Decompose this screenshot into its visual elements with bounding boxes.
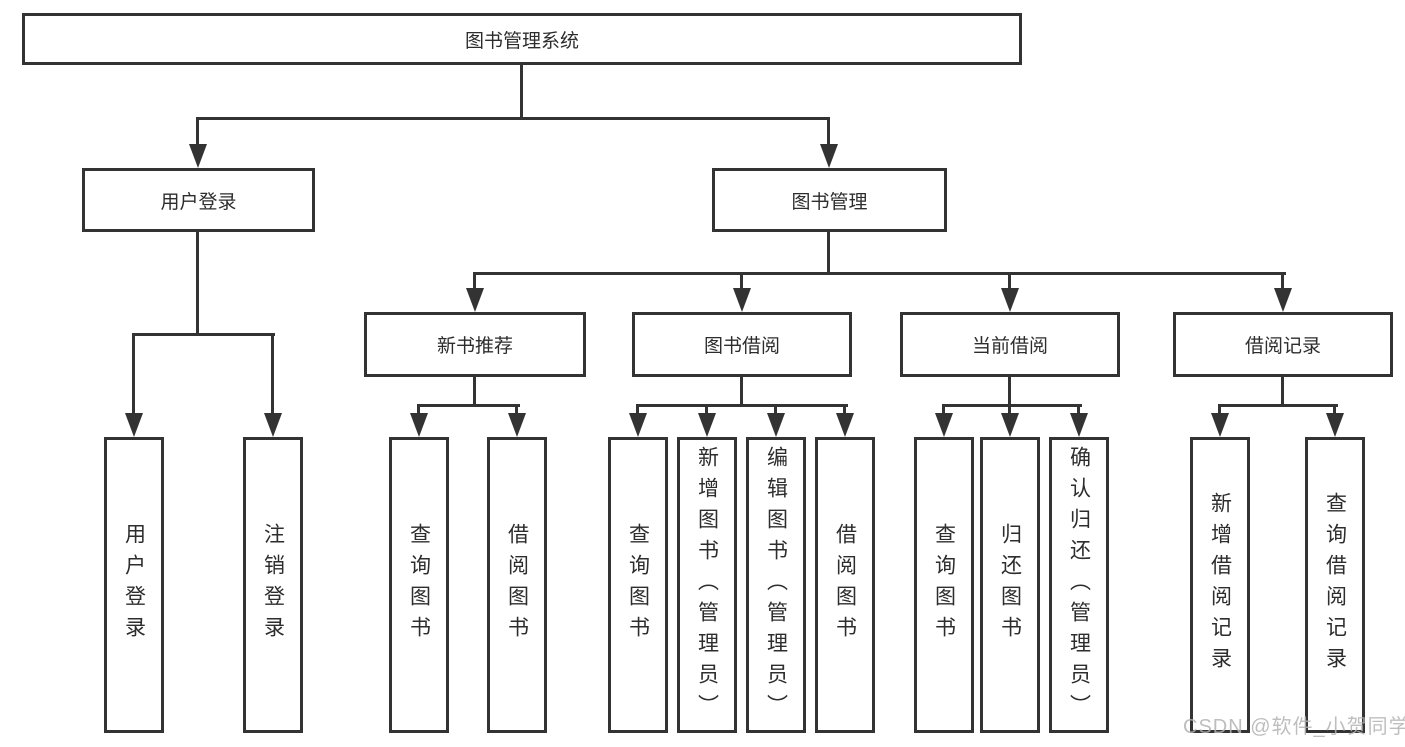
connector-line bbox=[636, 404, 639, 414]
connector-line bbox=[1008, 272, 1011, 290]
connector-line bbox=[1008, 404, 1011, 414]
connector-line bbox=[1218, 404, 1221, 414]
node-borrow-record: 借阅记录 bbox=[1173, 312, 1393, 377]
arrowhead bbox=[1001, 288, 1019, 312]
connector-line bbox=[196, 232, 199, 336]
arrowhead bbox=[1070, 413, 1088, 437]
leaf-user-login: 用户登录 bbox=[104, 437, 164, 733]
leaf-logout: 注销登录 bbox=[243, 437, 303, 733]
arrowhead bbox=[836, 413, 854, 437]
arrowhead bbox=[1274, 288, 1292, 312]
leaf-return-books: 归还图书 bbox=[980, 437, 1040, 733]
arrowhead bbox=[1326, 413, 1344, 437]
connector-line bbox=[417, 404, 520, 407]
connector-line bbox=[1218, 404, 1338, 407]
arrowhead bbox=[508, 413, 526, 437]
arrowhead bbox=[466, 288, 484, 312]
connector-line bbox=[473, 377, 476, 407]
leaf-confirm-return-admin: 确认归还（管理员） bbox=[1049, 437, 1109, 733]
csdn-watermark: CSDN @软件_小贺同学 bbox=[1183, 716, 1405, 738]
node-library-management-system: 图书管理系统 bbox=[22, 13, 1022, 65]
leaf-edit-books-admin: 编辑图书（管理员） bbox=[746, 437, 806, 733]
connector-line bbox=[942, 404, 945, 414]
connector-line bbox=[473, 272, 476, 290]
node-current-borrow: 当前借阅 bbox=[900, 312, 1120, 377]
arrowhead bbox=[1001, 413, 1019, 437]
leaf-borrow-books-newbook: 借阅图书 bbox=[487, 437, 547, 733]
arrowhead bbox=[264, 413, 282, 437]
arrowhead bbox=[125, 413, 143, 437]
connector-line bbox=[1008, 377, 1011, 407]
connector-line bbox=[827, 117, 830, 146]
connector-line bbox=[740, 272, 743, 290]
connector-line bbox=[1333, 404, 1336, 414]
connector-line bbox=[1281, 377, 1284, 407]
leaf-borrow-books: 借阅图书 bbox=[815, 437, 875, 733]
connector-line bbox=[196, 117, 199, 146]
arrowhead bbox=[698, 413, 716, 437]
node-new-book-recommend: 新书推荐 bbox=[364, 312, 586, 377]
arrowhead bbox=[189, 144, 207, 168]
leaf-add-borrow-record: 新增借阅记录 bbox=[1190, 437, 1250, 733]
leaf-add-books-admin: 新增图书（管理员） bbox=[677, 437, 737, 733]
connector-line bbox=[843, 404, 846, 414]
leaf-query-borrow-record: 查询借阅记录 bbox=[1305, 437, 1365, 733]
connector-line bbox=[196, 117, 830, 120]
arrowhead bbox=[410, 413, 428, 437]
connector-line bbox=[774, 404, 777, 414]
node-book-borrow: 图书借阅 bbox=[632, 312, 852, 377]
connector-line bbox=[740, 377, 743, 407]
connector-line bbox=[473, 272, 1286, 275]
connector-line bbox=[705, 404, 708, 414]
connector-line bbox=[827, 232, 830, 275]
leaf-query-books-current: 查询图书 bbox=[914, 437, 974, 733]
arrowhead bbox=[1211, 413, 1229, 437]
arrowhead bbox=[935, 413, 953, 437]
arrowhead bbox=[767, 413, 785, 437]
leaf-query-books-borrow: 查询图书 bbox=[608, 437, 668, 733]
node-user-login: 用户登录 bbox=[82, 168, 315, 232]
connector-line bbox=[636, 404, 848, 407]
arrowhead bbox=[820, 144, 838, 168]
connector-line bbox=[1077, 404, 1080, 414]
connector-line bbox=[942, 404, 1082, 407]
connector-line bbox=[1281, 272, 1284, 290]
connector-line bbox=[132, 333, 135, 415]
connector-line bbox=[417, 404, 420, 414]
connector-line bbox=[271, 333, 274, 415]
leaf-query-books-newbook: 查询图书 bbox=[389, 437, 449, 733]
arrowhead bbox=[733, 288, 751, 312]
arrowhead bbox=[629, 413, 647, 437]
connector-line bbox=[132, 333, 275, 336]
connector-line bbox=[520, 65, 523, 120]
node-book-management: 图书管理 bbox=[712, 168, 947, 232]
connector-line bbox=[515, 404, 518, 414]
